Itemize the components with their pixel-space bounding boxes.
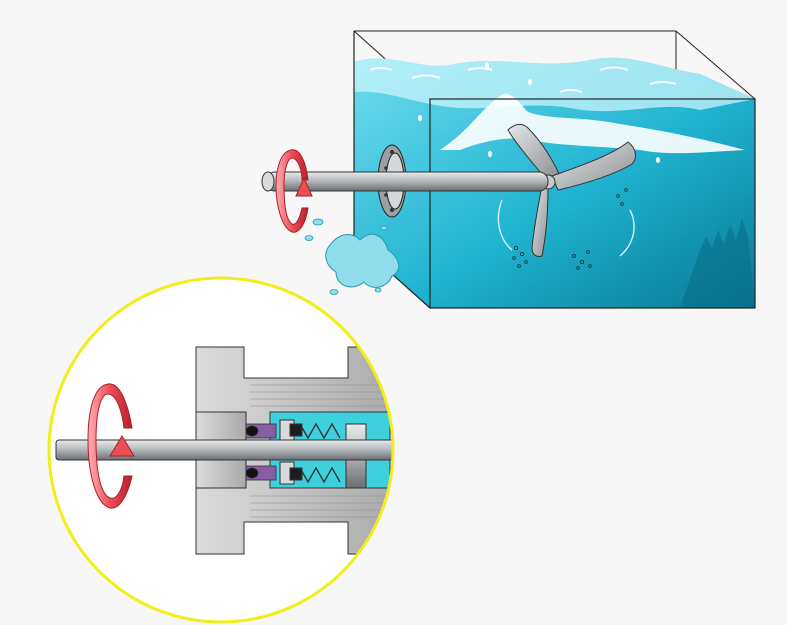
magnifier-circle-icon	[47, 276, 395, 624]
rotation-arrow-icon	[275, 149, 313, 233]
splash-drops	[418, 62, 660, 163]
detail-shaft	[55, 439, 393, 461]
seal-rings	[245, 423, 277, 481]
water-splash-icon	[325, 233, 400, 288]
flow-arcs	[497, 199, 635, 257]
mixer-shaft	[261, 171, 549, 192]
seal-spring	[299, 422, 341, 484]
impeller-blade-lower	[531, 185, 549, 257]
impeller-blade-upper	[507, 123, 561, 179]
detail-rotation-arrow-icon	[87, 383, 135, 509]
tank-shadow-waves	[680, 218, 755, 308]
seal-detail-view	[47, 276, 395, 624]
leak-splash	[304, 218, 400, 295]
surface-ripples	[369, 66, 677, 93]
impeller-blade-right	[551, 141, 636, 191]
water-surface	[354, 57, 755, 112]
seal-faces	[279, 419, 303, 485]
housing-hatch	[250, 384, 393, 518]
bubbles	[512, 188, 628, 270]
